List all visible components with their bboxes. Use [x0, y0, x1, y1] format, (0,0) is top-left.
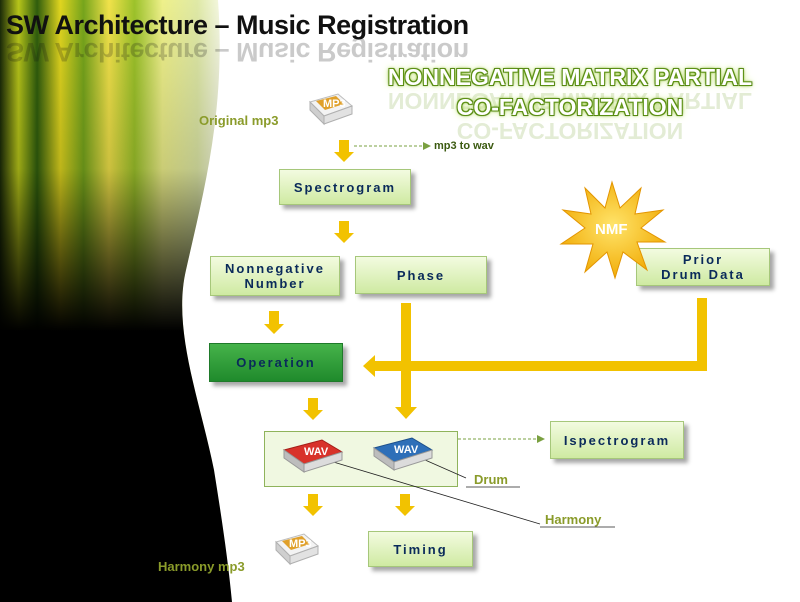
label-original-mp3: Original mp3	[199, 113, 279, 128]
box-phase: Phase	[355, 256, 487, 294]
wav-drum-icon: WAV	[280, 436, 348, 480]
label-harmony-mp3: Harmony mp3	[158, 559, 245, 574]
box-ispectrogram: Ispectrogram	[550, 421, 684, 459]
box-operation: Operation	[209, 343, 343, 382]
nmf-text: NMF	[595, 221, 628, 238]
mp3-original-text: MP3	[323, 98, 346, 110]
wav-harmony-icon: WAV	[370, 434, 438, 478]
box-prior-drum-data: Prior Drum Data	[636, 248, 770, 286]
wav-harmony-text: WAV	[394, 444, 419, 456]
box-nonnegative-line-2: Number	[244, 276, 306, 291]
box-spectrogram-label: Spectrogram	[293, 179, 397, 195]
banner-title: NONNEGATIVE MATRIX PARTIAL CO-FACTORIZAT…	[355, 62, 785, 122]
label-drum: Drum	[474, 472, 508, 487]
box-ispectrogram-label: Ispectrogram	[563, 432, 671, 448]
box-prior-line-1: Prior	[682, 252, 724, 267]
label-mp3-to-wav: mp3 to wav	[434, 140, 494, 152]
slide-title: SW Architecture – Music Registration	[6, 10, 469, 40]
box-operation-label: Operation	[236, 355, 316, 370]
box-timing-label: Timing	[393, 541, 448, 557]
box-nonnegative-number: Nonnegative Number	[210, 256, 340, 296]
box-prior-line-2: Drum Data	[661, 267, 745, 282]
box-spectrogram: Spectrogram	[279, 169, 411, 205]
mp3-harmony-text: MP3	[289, 538, 312, 550]
banner-line-2: CO-FACTORIZATION	[456, 94, 684, 120]
box-phase-label: Phase	[396, 267, 446, 283]
banner-line-1: NONNEGATIVE MATRIX PARTIAL	[387, 64, 753, 90]
wav-drum-text: WAV	[304, 446, 329, 458]
nmf-star-icon: NMF	[557, 180, 667, 280]
mp3-original-icon: MP3	[304, 88, 356, 132]
label-harmony: Harmony	[545, 512, 602, 527]
mp3-harmony-icon: MP3	[270, 528, 322, 572]
box-timing: Timing	[368, 531, 473, 567]
box-nonnegative-line-1: Nonnegative	[224, 261, 325, 276]
